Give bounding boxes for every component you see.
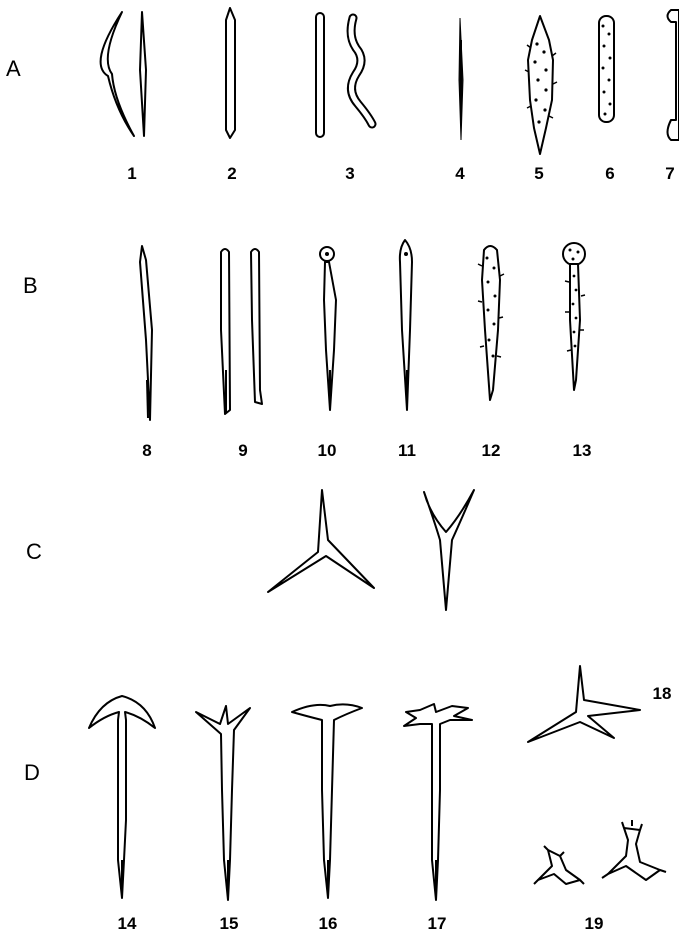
spicule-2 bbox=[226, 8, 235, 138]
spicule-11 bbox=[400, 240, 412, 410]
spicule-3 bbox=[316, 13, 372, 137]
spicule-13 bbox=[563, 243, 585, 390]
spicule-10 bbox=[320, 247, 336, 410]
spicule-17 bbox=[404, 704, 472, 900]
spicule-8 bbox=[140, 246, 152, 420]
triactine-spicule bbox=[268, 490, 374, 592]
spicule-9 bbox=[221, 249, 262, 414]
spicule-7 bbox=[668, 10, 679, 140]
spicule-1 bbox=[101, 12, 146, 136]
spicule-16 bbox=[292, 704, 362, 898]
spicule-5 bbox=[525, 16, 557, 154]
spicule-6 bbox=[599, 16, 614, 122]
spicule-18 bbox=[528, 666, 640, 742]
spicule-4 bbox=[459, 18, 463, 140]
tuning-fork-spicule bbox=[424, 490, 474, 610]
spicule-15 bbox=[196, 706, 250, 900]
spicule-12 bbox=[478, 246, 504, 400]
spicule-14 bbox=[89, 696, 155, 898]
spicule-19 bbox=[534, 820, 666, 884]
